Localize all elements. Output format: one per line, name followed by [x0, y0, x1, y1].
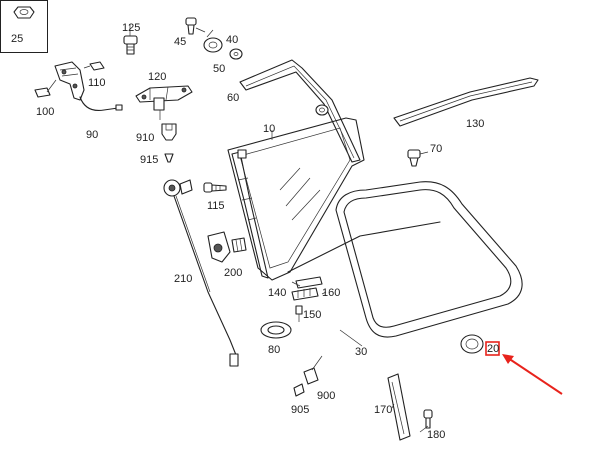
label-100: 100 [36, 106, 54, 118]
part-915-pin[interactable] [164, 153, 174, 163]
part-150-bolt[interactable] [295, 305, 303, 322]
part-50-washer[interactable] [229, 48, 243, 60]
part-125-bolt[interactable] [123, 24, 138, 55]
label-160: 160 [322, 287, 340, 299]
label-45: 45 [174, 36, 186, 48]
part-40-cap[interactable] [203, 29, 223, 53]
part-80-grommet[interactable] [260, 321, 292, 339]
part-210-rod[interactable] [163, 179, 239, 367]
label-25: 25 [11, 33, 23, 45]
part-910-clip[interactable] [161, 123, 177, 141]
label-20: 20 [487, 343, 499, 355]
label-40: 40 [226, 34, 238, 46]
label-120: 120 [148, 71, 166, 83]
part-30-seal[interactable] [335, 181, 523, 338]
label-915: 915 [140, 154, 158, 166]
part-130-moulding[interactable] [393, 77, 539, 127]
label-910: 910 [136, 132, 154, 144]
label-130: 130 [466, 118, 484, 130]
part-45-screw[interactable] [185, 17, 206, 35]
label-200: 200 [224, 267, 242, 279]
part-900-fitting[interactable] [303, 355, 323, 385]
part-10-quarter-glass[interactable] [227, 117, 441, 281]
inset-part-25[interactable]: 25 [0, 0, 48, 53]
label-60: 60 [227, 92, 239, 104]
part-120-hinge[interactable] [135, 85, 193, 120]
part-170-trim[interactable] [387, 373, 411, 441]
leader-lines [271, 130, 429, 433]
part-latch-assembly[interactable] [34, 61, 123, 112]
part-labels: 125 45 40 50 60 110 120 100 90 10 130 91… [36, 22, 484, 441]
label-905: 905 [291, 404, 309, 416]
label-210: 210 [174, 273, 192, 285]
highlight-target-20[interactable]: 20 [485, 341, 500, 356]
label-80: 80 [268, 344, 280, 356]
part-905-pin[interactable] [293, 383, 305, 397]
label-110: 110 [88, 77, 106, 89]
label-50: 50 [213, 63, 225, 75]
label-125: 125 [122, 22, 140, 34]
label-115: 115 [207, 200, 225, 212]
part-70-clip[interactable] [407, 149, 429, 167]
label-70: 70 [430, 143, 442, 155]
label-900: 900 [317, 390, 335, 402]
part-200-bracket[interactable] [207, 231, 247, 263]
red-arrow-icon [502, 354, 563, 395]
part-115-screw[interactable] [203, 182, 227, 193]
part-60-trim-strip[interactable] [239, 59, 361, 163]
part-20-cap[interactable] [460, 334, 484, 354]
label-90: 90 [86, 129, 98, 141]
label-140: 140 [268, 287, 286, 299]
part-180-screw[interactable] [423, 409, 433, 429]
highlight-box [485, 341, 500, 356]
label-150: 150 [303, 309, 321, 321]
label-10: 10 [263, 123, 275, 135]
label-170: 170 [374, 404, 392, 416]
label-180: 180 [427, 429, 445, 441]
part-160-clip[interactable] [291, 276, 323, 301]
label-30: 30 [355, 346, 367, 358]
